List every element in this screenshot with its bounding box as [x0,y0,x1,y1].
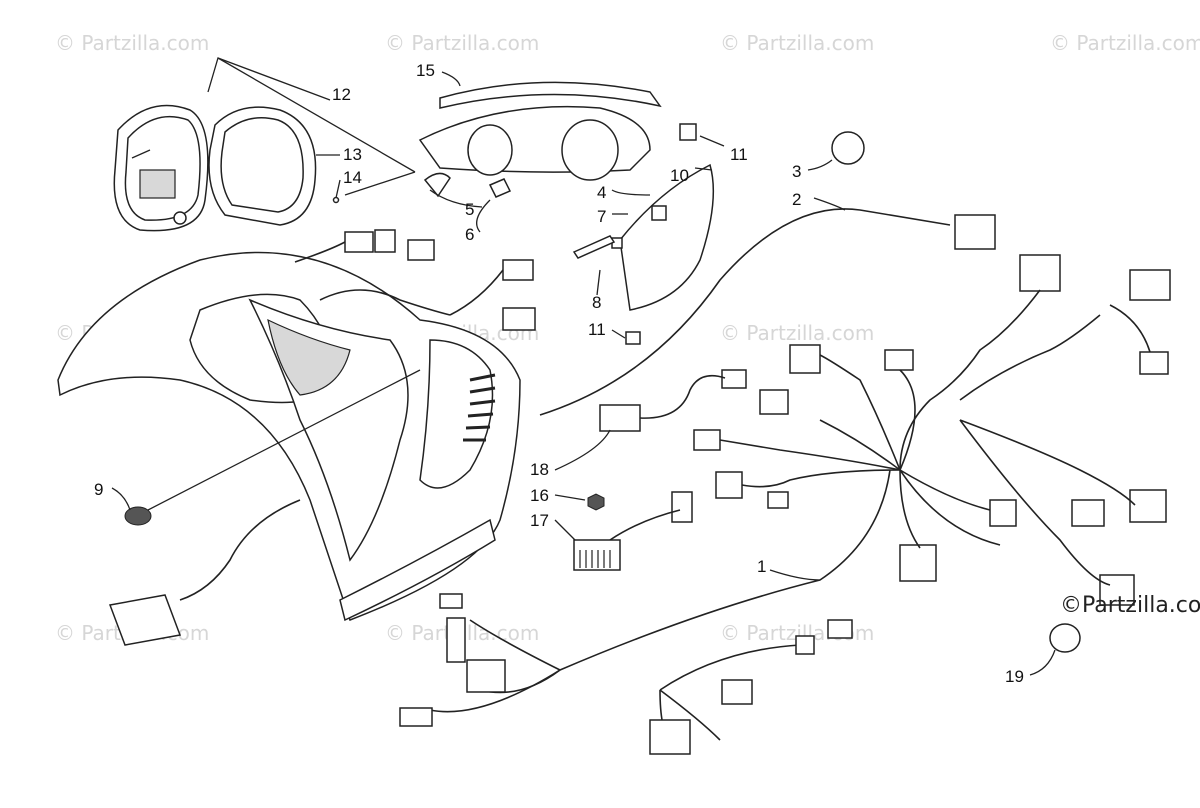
watermark: © Partzilla.com [720,321,874,345]
watermark-corner: ©Partzilla.com [1060,593,1200,618]
callout-11: 11 [730,145,748,164]
callout-1: 1 [757,557,766,576]
callout-4: 4 [597,183,606,202]
watermark: © Partzilla.com [1050,31,1200,55]
callout-19: 19 [1005,667,1024,686]
voltage-regulator [573,539,621,571]
watermark: © Partzilla.com [385,31,539,55]
callout-7: 7 [597,207,606,226]
callout-2: 2 [792,190,801,209]
callout-labels: 1 2 3 4 5 6 7 8 9 10 11 11 12 13 14 15 1… [94,61,1024,686]
callout-9: 9 [94,480,103,499]
gauge-housing [208,106,340,226]
leader-12 [207,57,331,101]
callout-5: 5 [465,200,474,219]
watermark: © Partzilla.com [720,31,874,55]
trim-strip [439,81,662,109]
callout-17: 17 [530,511,549,530]
leader-lines [111,71,1056,676]
callout-16: 16 [530,486,549,505]
clamp-ring-3 [831,131,865,165]
callout-11-lower: 11 [588,320,606,339]
connector-cluster [599,344,1167,606]
light-cover [619,163,715,311]
harness-lower [399,469,891,755]
harness-branch [319,289,451,316]
callout-3: 3 [792,162,801,181]
callout-14: 14 [343,168,362,187]
harness-main [539,208,951,416]
clamp-ring-19 [1049,623,1081,653]
callout-12: 12 [332,85,351,104]
callout-6: 6 [465,225,474,244]
callout-15: 15 [416,61,435,80]
callout-10: 10 [670,166,689,185]
dashboard-cowl [57,251,521,622]
watermark: © Partzilla.com [55,31,209,55]
nut [587,493,605,511]
mount-bolt [147,369,421,511]
speedometer-gauge [113,104,209,232]
callout-13: 13 [343,145,362,164]
callout-18: 18 [530,460,549,479]
callout-8: 8 [592,293,601,312]
